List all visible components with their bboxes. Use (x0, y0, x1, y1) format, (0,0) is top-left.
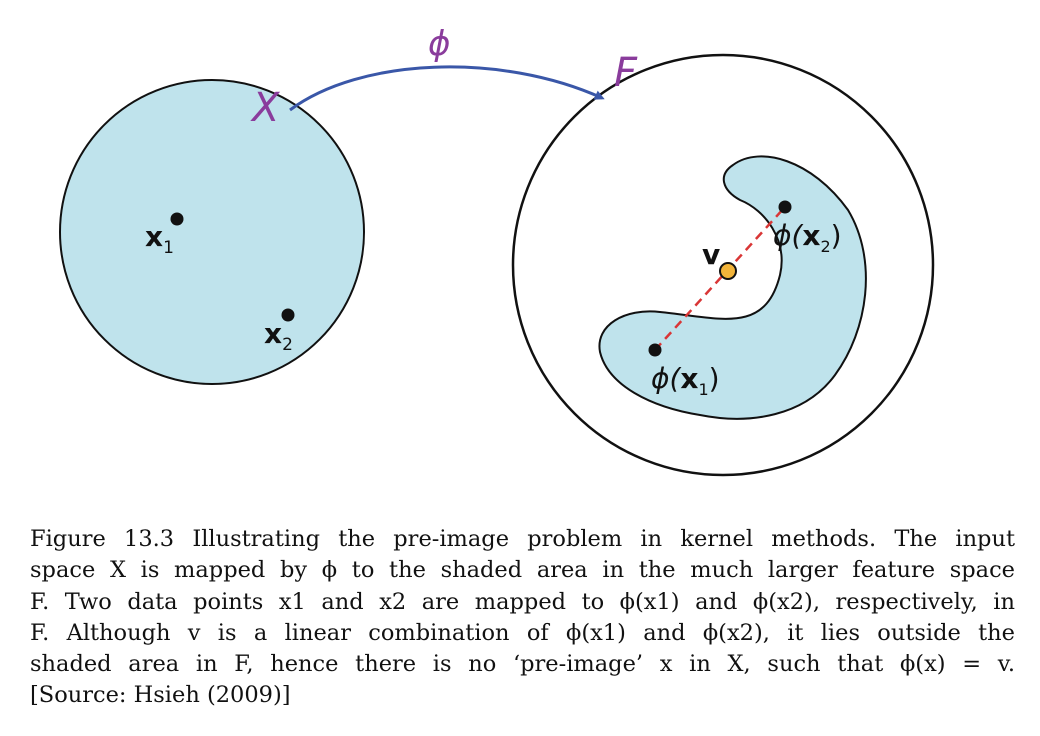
caption-line-5: shaded area in F, hence there is no ‘pre… (30, 651, 1015, 678)
mapping-arrow (289, 65, 605, 112)
point-x1-label: x1 (145, 220, 174, 258)
caption-line-3: F. Two data points x1 and x2 are mapped … (30, 588, 1015, 615)
map-label: ϕ (428, 24, 450, 64)
v-label: v (702, 238, 720, 271)
v-point (719, 262, 737, 280)
phi-x2-label: ϕ(x2) (773, 219, 842, 256)
figure-caption: Figure 13.3 Illustrating the pre-image p… (30, 524, 1015, 712)
caption-line-2: space X is mapped by ϕ to the shaded are… (30, 557, 1015, 584)
caption-line-1: Figure 13.3 Illustrating the pre-image p… (30, 526, 1015, 552)
point-x2-label: x2 (264, 317, 293, 355)
point-x2-dot (281, 308, 295, 322)
pre-image-diagram: X F ϕ x1 x2 v ϕ(x1) ϕ(x2) (59, 24, 935, 477)
caption-line-4: F. Although v is a linear combination of… (30, 619, 1015, 646)
mapped-shaded-region (598, 155, 867, 420)
phi-x1-dot (648, 343, 662, 357)
phi-x2-dot (778, 200, 792, 214)
input-space-label: X (250, 85, 281, 131)
linear-combination-line (654, 206, 786, 351)
phi-x1-label: ϕ(x1) (651, 362, 720, 399)
point-x1-dot (170, 212, 184, 226)
feature-space-label: F (614, 50, 638, 96)
input-space-circle (59, 79, 365, 385)
caption-line-6: [Source: Hsieh (2009)] (30, 682, 291, 709)
